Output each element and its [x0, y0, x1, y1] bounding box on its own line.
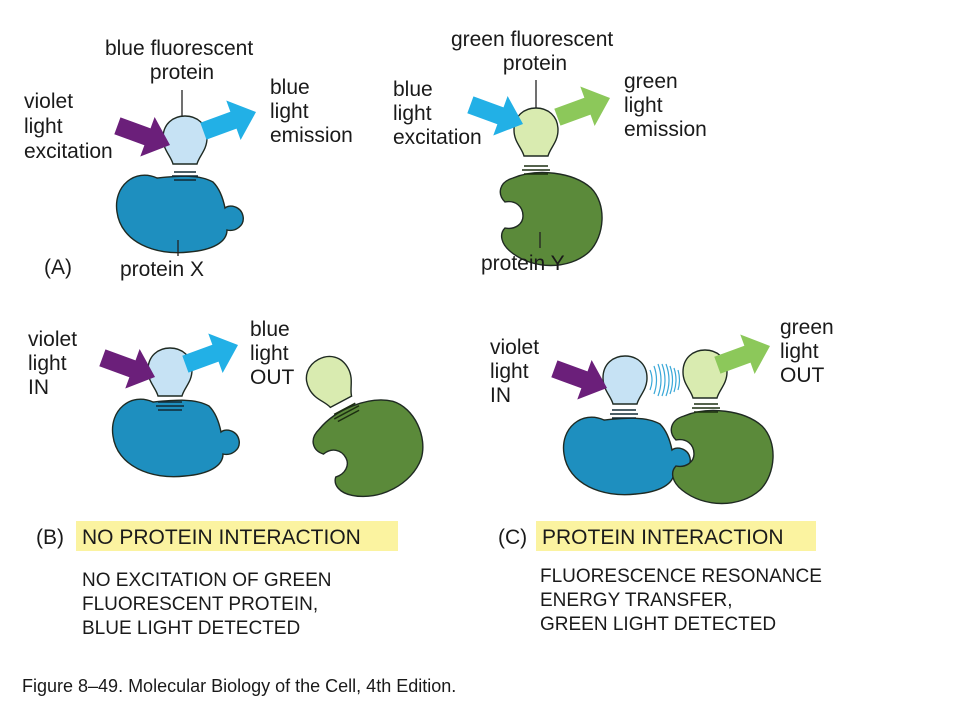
- panel-b-heading: NO PROTEIN INTERACTION: [82, 526, 361, 549]
- in-label: violet light IN: [28, 328, 83, 399]
- linker-lines: [610, 409, 638, 419]
- panel-c-letter: (C): [498, 526, 527, 549]
- heading-highlight: [536, 521, 816, 551]
- linker-lines: [522, 165, 550, 175]
- green-emission-arrow: [550, 78, 618, 137]
- heading-highlight: [76, 521, 398, 551]
- excitation-label: blue light excitation: [393, 78, 482, 149]
- linker-lines: [156, 401, 184, 411]
- blue-fluorescent-protein: [162, 115, 208, 165]
- panel-a-letter: (A): [44, 256, 72, 279]
- protein-x-label: protein X: [120, 258, 204, 281]
- linker-lines: [692, 403, 720, 413]
- fp-label: blue fluorescent protein: [105, 37, 259, 84]
- panel-c-description: FLUORESCENCE RESONANCE ENERGY TRANSFER, …: [540, 566, 827, 635]
- energy-transfer-waves: [649, 363, 681, 397]
- out-label: blue light OUT: [250, 318, 296, 389]
- panel-c: violet light IN green light OUT (C) PROT…: [490, 316, 840, 635]
- green-fluorescent-protein: [298, 348, 362, 413]
- panel-a-right: green fluorescent protein blue light exc…: [393, 28, 707, 275]
- emission-label: green light emission: [624, 70, 707, 141]
- panel-b-letter: (B): [36, 526, 64, 549]
- protein-y-label: protein Y: [481, 252, 565, 275]
- in-label: violet light IN: [490, 336, 545, 407]
- protein-x-body: [115, 174, 244, 254]
- emission-label: blue light emission: [270, 76, 353, 147]
- linker-lines: [172, 171, 198, 181]
- green-fluorescent-protein: [513, 107, 559, 157]
- panel-b: violet light IN blue light OUT (B) NO PR…: [28, 318, 440, 639]
- figure-caption: Figure 8–49. Molecular Biology of the Ce…: [22, 676, 456, 696]
- blue-fluorescent-protein: [602, 355, 648, 405]
- free-protein-y: [298, 348, 440, 514]
- panel-b-description: NO EXCITATION OF GREEN FLUORESCENT PROTE…: [82, 570, 337, 639]
- excitation-label: violet light excitation: [24, 90, 113, 163]
- panel-c-heading: PROTEIN INTERACTION: [542, 526, 784, 549]
- fp-label: green fluorescent protein: [451, 28, 619, 75]
- protein-x-body: [111, 398, 240, 478]
- panel-a-left: blue fluorescent protein violet light ex…: [24, 37, 353, 281]
- linker-lines: [333, 402, 360, 423]
- out-label: green light OUT: [780, 316, 840, 387]
